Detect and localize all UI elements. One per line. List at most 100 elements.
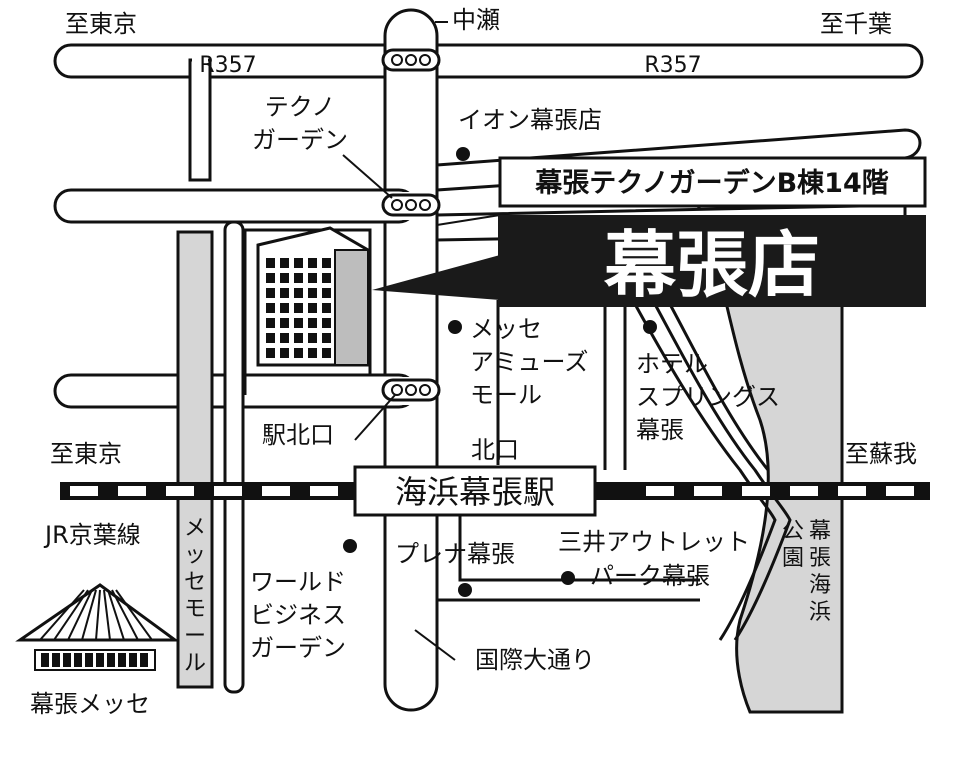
station-label: 海浜幕張駅 (395, 473, 555, 511)
building-window (294, 348, 303, 358)
building-window (280, 333, 289, 343)
messe-rib (111, 589, 139, 641)
building-window (280, 273, 289, 283)
messe-bar (41, 653, 49, 667)
messe-bar (107, 653, 115, 667)
traffic-light-low (381, 378, 441, 402)
building-window (294, 333, 303, 343)
messe-rib (95, 589, 101, 641)
messe-rib (53, 589, 89, 641)
label-makuhari-kaihin-vertical: 幕 張 海 浜 (809, 519, 831, 625)
building-window (308, 258, 317, 268)
store-name-box (498, 215, 926, 307)
label-makuhari-messe: 幕張メッセ (30, 690, 150, 718)
building-window (308, 288, 317, 298)
rail-dash (838, 486, 866, 496)
building-icon (256, 226, 370, 367)
poi-dots (343, 147, 657, 597)
messe-bar (63, 653, 71, 667)
building-window (280, 303, 289, 313)
building-window (294, 303, 303, 313)
label-messe-mall-vertical: メ ッ セ モ ー ル (184, 516, 206, 676)
road-mid-horizontal (53, 188, 417, 224)
building-window (280, 288, 289, 298)
label-outlet-1: 三井アウトレット (558, 528, 750, 556)
label-plena: プレナ幕張 (395, 540, 515, 568)
building-window (308, 318, 317, 328)
building-window (308, 303, 317, 313)
svg-text:園: 園 (782, 546, 804, 571)
svg-text:セ: セ (184, 570, 206, 595)
floor-label: 幕張テクノガーデンB棟14階 (534, 167, 889, 199)
building-window (308, 348, 317, 358)
store-pointer (372, 255, 500, 300)
leader-lines (342, 21, 501, 661)
building-window (322, 303, 331, 313)
label-messe-amuse-2: アミューズ (470, 348, 588, 376)
label-world-business-1: ワールド (250, 568, 346, 596)
building-window (266, 348, 275, 358)
building-window (266, 318, 275, 328)
messe-rib (67, 589, 93, 641)
svg-text:ー: ー (184, 624, 206, 649)
label-techno-garden-2: ガーデン (252, 126, 348, 154)
station-box (353, 465, 597, 517)
messe-bar (140, 653, 148, 667)
rail-dash (214, 486, 242, 496)
svg-text:メ: メ (184, 516, 206, 541)
svg-text:海: 海 (809, 573, 831, 598)
rail-dash (118, 486, 146, 496)
rail-dash (694, 486, 722, 496)
label-tokyo-left: 至東京 (50, 440, 122, 468)
svg-text:浜: 浜 (809, 600, 831, 625)
label-techno-garden-1: テクノ (265, 93, 336, 121)
label-hotel-2: スプリングス (636, 383, 780, 411)
rail-dash (886, 486, 914, 496)
building-window (294, 258, 303, 268)
messe-bar (129, 653, 137, 667)
building-window (322, 258, 331, 268)
label-chiba: 至千葉 (820, 10, 892, 38)
building-window (322, 318, 331, 328)
building-window (322, 333, 331, 343)
messe-bar (74, 653, 82, 667)
building-window (294, 318, 303, 328)
messe-rib (107, 589, 125, 641)
label-north-exit: 北口 (471, 436, 519, 464)
svg-text:張: 張 (809, 546, 831, 571)
building-window (308, 273, 317, 283)
label-kokusai-odori: 国際大通り (475, 646, 595, 674)
building-window (280, 348, 289, 358)
building-window (308, 333, 317, 343)
traffic-light-top (381, 48, 441, 72)
label-tokyo-top: 至東京 (65, 10, 137, 38)
label-r357-right: R357 (644, 53, 701, 78)
messe-rib (39, 589, 85, 641)
building-window (280, 318, 289, 328)
road-center-vertical (383, 8, 439, 712)
rail-dash (70, 486, 98, 496)
label-eki-kitaguchi: 駅北口 (262, 421, 334, 449)
rail-dash (262, 486, 290, 496)
road-left-vertical (188, 58, 212, 182)
building-window (322, 288, 331, 298)
label-world-business-2: ビジネス (250, 601, 346, 629)
label-nakase: 中瀬 (452, 6, 500, 34)
svg-text:幕: 幕 (809, 519, 831, 544)
messe-bar (52, 653, 60, 667)
rail-dash (790, 486, 818, 496)
messe-bar (118, 653, 126, 667)
building-window (322, 273, 331, 283)
messe-bar (85, 653, 93, 667)
rail-dash (166, 486, 194, 496)
store-name: 幕張店 (603, 223, 820, 307)
rail-dash (742, 486, 770, 496)
label-keiyo-line: JR京葉線 (43, 521, 141, 549)
label-soga: 至蘇我 (845, 440, 917, 468)
building-window (266, 303, 275, 313)
messe-rib (115, 589, 153, 641)
building-window (294, 288, 303, 298)
label-r357-left: R357 (199, 53, 256, 78)
